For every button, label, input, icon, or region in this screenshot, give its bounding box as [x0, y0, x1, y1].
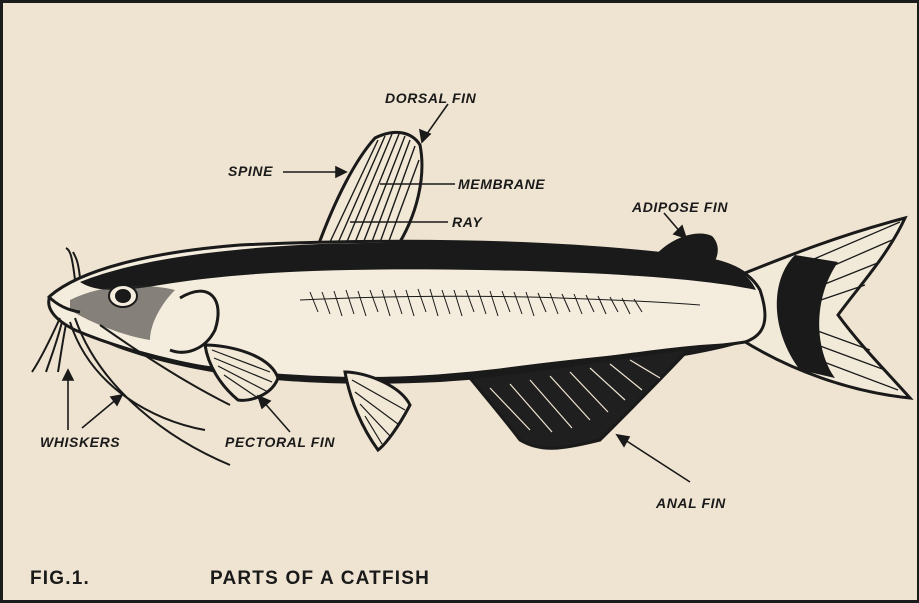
label-whiskers: WHISKERS [40, 434, 120, 450]
figure-number: FIG.1. [30, 568, 90, 590]
dorsal-fin [318, 132, 422, 250]
label-spine: SPINE [228, 163, 273, 179]
label-pectoral-fin: PECTORAL FIN [225, 434, 335, 450]
label-anal-fin: ANAL FIN [656, 495, 726, 511]
label-dorsal-fin: DORSAL FIN [385, 90, 476, 106]
eye [109, 285, 137, 307]
pelvic-fin [345, 372, 410, 450]
label-adipose-fin: ADIPOSE FIN [632, 199, 728, 215]
label-membrane: MEMBRANE [458, 176, 545, 192]
label-ray: RAY [452, 214, 482, 230]
figure-title: PARTS OF A CATFISH [210, 568, 430, 590]
